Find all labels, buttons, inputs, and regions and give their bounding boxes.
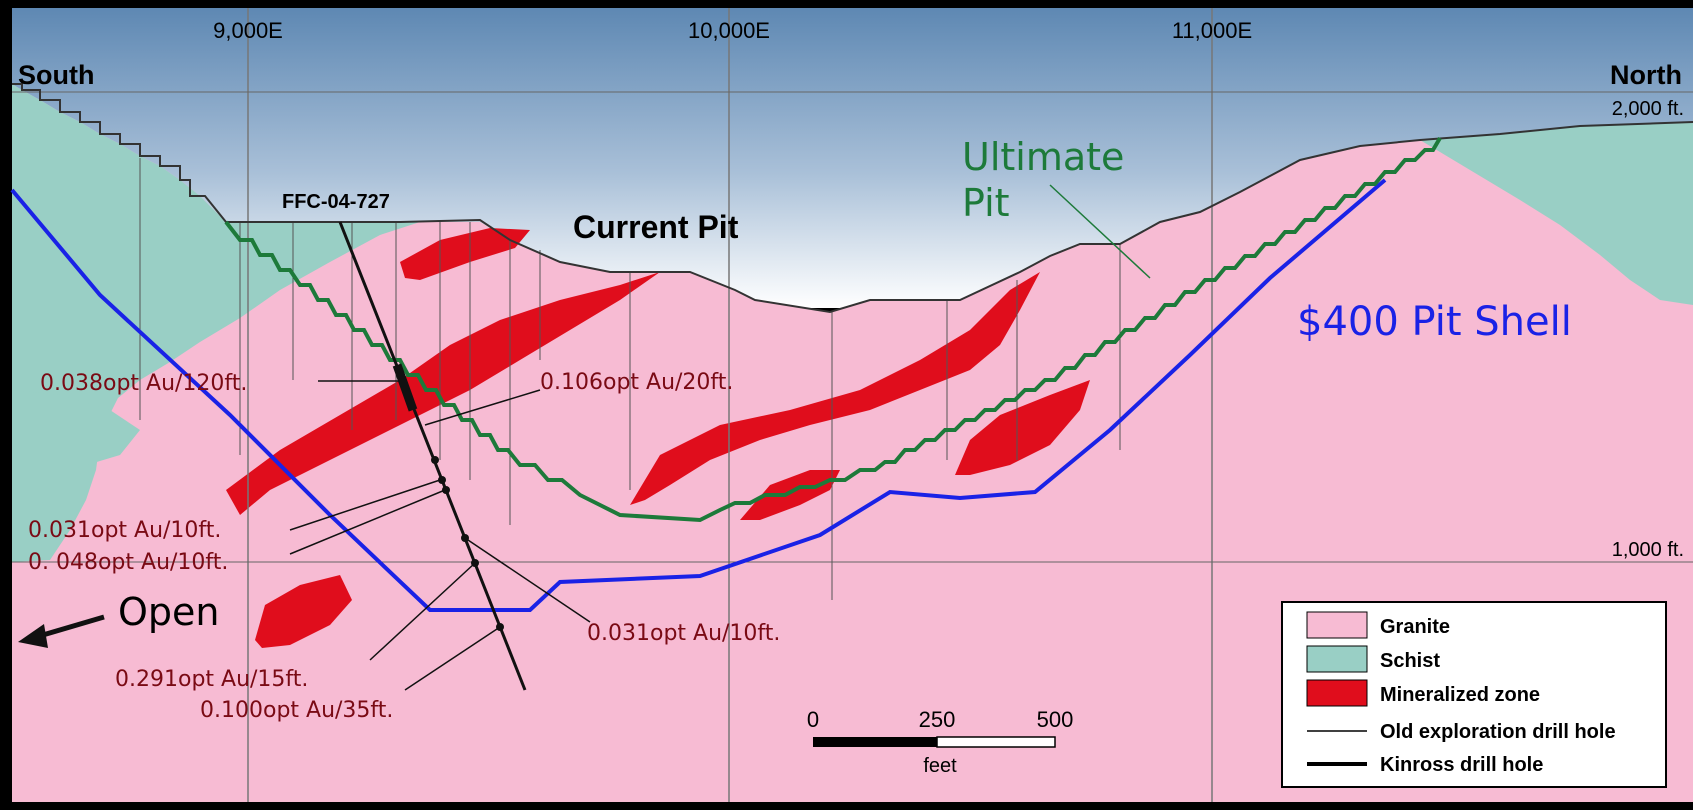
intercept-label: 0.038opt Au/120ft. <box>40 371 247 396</box>
scale-tick-label: 0 <box>807 707 819 732</box>
schist-right <box>1420 122 1693 305</box>
mineralized-zone <box>400 228 530 280</box>
pit-shell-400 <box>10 178 1387 612</box>
legend-label-granite: Granite <box>1380 616 1450 638</box>
intercept-label: 0.031opt Au/10ft. <box>28 518 221 543</box>
intercept-label: 0. 048opt Au/10ft. <box>28 550 228 575</box>
topography-current-pit <box>12 83 1693 314</box>
scale-tick-label: 250 <box>919 707 956 732</box>
legend-label-mineralized: Mineralized zone <box>1380 684 1540 706</box>
intercept-label: 0.291opt Au/15ft. <box>115 667 308 692</box>
drill-hole-id: FFC-04-727 <box>282 191 390 213</box>
open-label: Open <box>118 590 220 634</box>
easting-gridlines <box>247 8 1213 802</box>
leader-lines <box>289 184 1151 691</box>
intercept-label: 0.100opt Au/35ft. <box>200 698 393 723</box>
easting-label: 9,000E <box>213 18 283 43</box>
elevation-label-top: 2,000 ft. <box>1612 98 1684 120</box>
easting-label: 10,000E <box>688 18 770 43</box>
ultimate-pit <box>224 136 1442 523</box>
north-label: North <box>1610 60 1682 90</box>
easting-label: 11,000E <box>1172 18 1252 43</box>
legend-label-schist: Schist <box>1380 650 1440 672</box>
schist-lens <box>12 390 140 470</box>
ultimate-pit-label: Ultimate <box>962 135 1124 179</box>
mineralized-zone <box>740 470 840 520</box>
schist-left <box>12 84 420 562</box>
elevation-gridlines <box>12 91 1693 563</box>
mineralized-zone <box>255 575 352 648</box>
mineralized-zones <box>226 228 1090 648</box>
elevation-label-mid: 1,000 ft. <box>1612 539 1684 561</box>
legend-swatch-granite <box>1306 611 1368 639</box>
scale-unit-label: feet <box>923 755 957 777</box>
legend-swatch-mineralized <box>1306 679 1368 707</box>
mineralized-zone <box>630 272 1040 505</box>
mineralized-zone <box>955 380 1090 475</box>
ultimate-pit-label: Pit <box>962 181 1010 225</box>
drill-intercept-segment <box>392 363 418 412</box>
legend-swatch-schist <box>1306 645 1368 673</box>
old-exploration-drill-holes <box>139 158 1121 600</box>
legend-label-old-hole: Old exploration drill hole <box>1380 721 1616 743</box>
kinross-drill-hole <box>338 221 527 691</box>
intercept-label: 0.106opt Au/20ft. <box>540 370 733 395</box>
mineralized-zone <box>226 272 660 515</box>
intercept-label: 0.031opt Au/10ft. <box>587 621 780 646</box>
legend <box>1281 601 1667 788</box>
south-label: South <box>18 60 94 90</box>
pit-shell-label: $400 Pit Shell <box>1297 299 1572 345</box>
scale-bar <box>813 736 1056 748</box>
scale-tick-label: 500 <box>1037 707 1074 732</box>
legend-label-kinross-hole: Kinross drill hole <box>1380 754 1543 776</box>
current-pit-label: Current Pit <box>573 209 739 245</box>
open-arrow-icon <box>18 614 105 648</box>
